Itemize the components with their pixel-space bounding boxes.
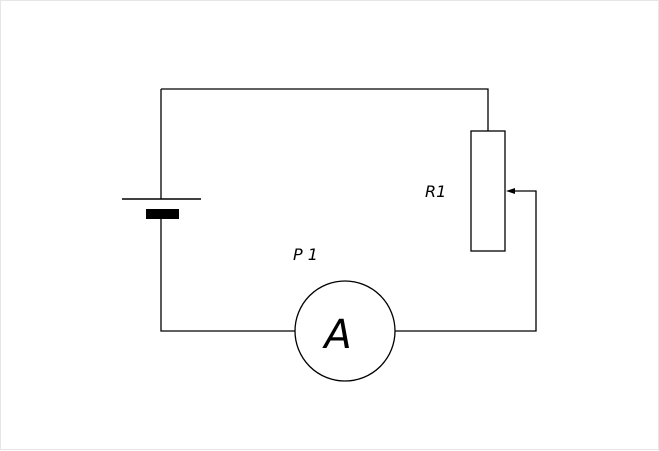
- resistor-label: R1: [425, 182, 446, 201]
- right-wire: [395, 190, 537, 332]
- resistor-body: [470, 130, 506, 252]
- left-wire-lower: [160, 219, 295, 332]
- top-wire: [161, 88, 489, 131]
- ammeter-label: P 1: [293, 245, 318, 264]
- wiper-arrow: [506, 188, 515, 194]
- ammeter-symbol: A: [321, 312, 351, 358]
- battery-short-plate: [146, 209, 179, 219]
